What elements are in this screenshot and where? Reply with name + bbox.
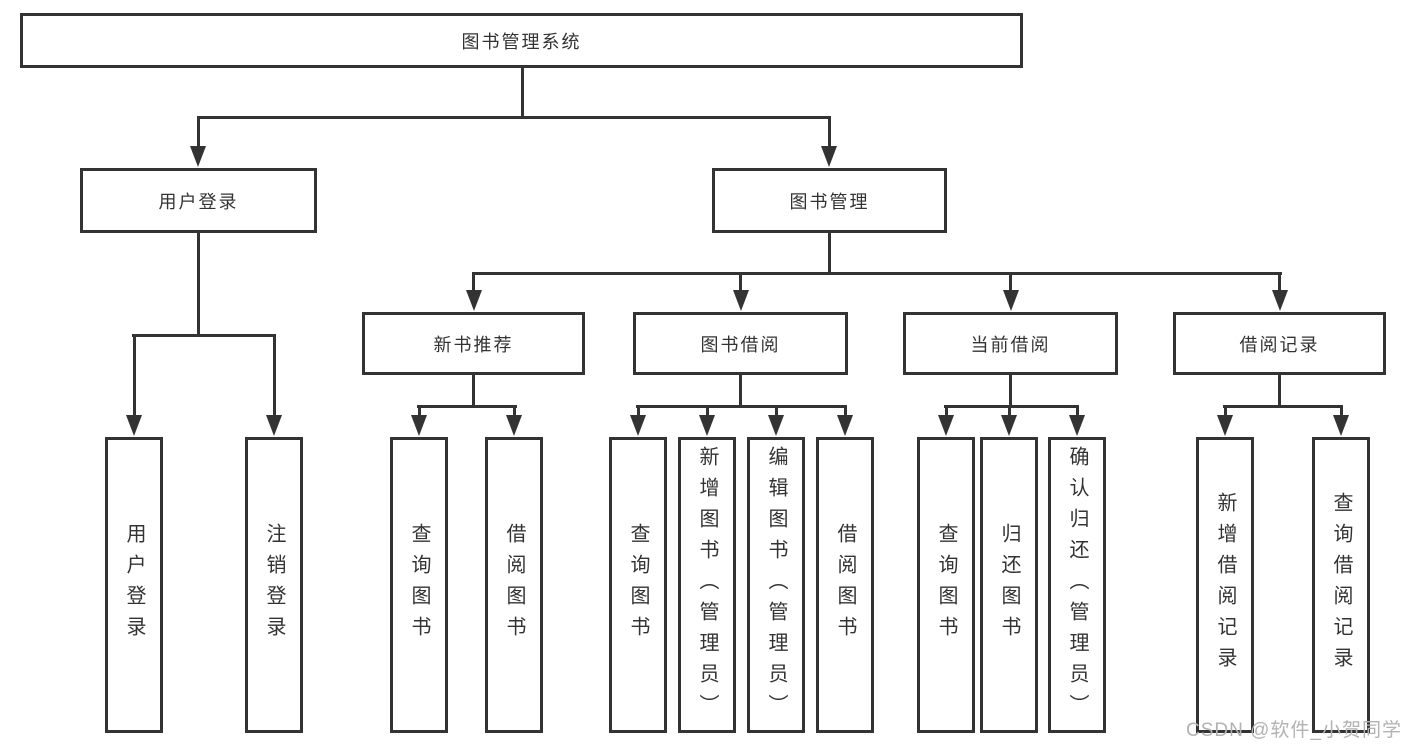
connector-drop-user-login: [197, 116, 200, 149]
leaf-query-borrow-record: 查询借阅记录: [1312, 437, 1370, 733]
connector-g1-stem: [472, 372, 475, 408]
node-book-management: 图书管理: [712, 168, 947, 233]
arrowhead-book-management: [821, 146, 837, 167]
node-current-borrow: 当前借阅: [903, 312, 1118, 375]
arrowhead-g1-leaf1: [411, 415, 427, 436]
node-label: 图书管理: [789, 191, 870, 212]
connector-g4-drop2: [1339, 405, 1343, 419]
connector-g1-bar: [417, 405, 517, 408]
leaf-edit-book-admin: 编辑图书（管理员）: [747, 437, 805, 733]
arrowhead-book-borrow: [732, 290, 749, 311]
node-borrow-records: 借阅记录: [1173, 312, 1386, 375]
arrowhead-user-login: [190, 146, 206, 167]
node-label: 用户登录: [123, 523, 145, 647]
arrowhead-leaf-user-login: [126, 415, 142, 436]
connector-g2-drop1: [636, 405, 640, 419]
connector-drop-book-management: [828, 116, 831, 149]
node-label: 借阅图书: [503, 523, 525, 647]
leaf-query-books-recommend: 查询图书: [390, 437, 448, 733]
connector-drop-leaf-user-login: [132, 334, 136, 418]
node-label: 查询借阅记录: [1330, 492, 1352, 678]
connector-root-bar: [197, 116, 831, 119]
connector-g2-stem: [739, 372, 742, 408]
arrowhead-new-book-recommend: [465, 290, 482, 311]
node-new-book-recommend: 新书推荐: [362, 312, 585, 375]
connector-g2-drop2: [705, 405, 709, 419]
connector-g3-stem: [1009, 372, 1012, 408]
node-label: 图书借阅: [700, 334, 781, 355]
connector-g4-stem: [1278, 372, 1281, 408]
leaf-user-login: 用户登录: [105, 437, 163, 733]
arrowhead-leaf-logout: [266, 415, 282, 436]
connector-g3-bar: [944, 405, 1079, 408]
connector-g3-drop2: [1007, 405, 1011, 419]
node-label: 借阅记录: [1239, 334, 1320, 355]
node-label: 查询图书: [408, 523, 430, 647]
connector-book-management-stem: [828, 230, 831, 275]
connector-g3-drop1: [944, 405, 948, 419]
connector-drop-leaf-logout: [272, 334, 276, 418]
connector-level3-bar: [472, 272, 1282, 275]
node-label: 新增借阅记录: [1214, 492, 1236, 678]
leaf-confirm-return-admin: 确认归还（管理员）: [1048, 437, 1106, 733]
connector-g2-bar: [636, 405, 847, 408]
node-label: 借阅图书: [834, 523, 856, 647]
arrowhead-g1-leaf2: [506, 415, 522, 436]
node-label: 注销登录: [263, 523, 285, 647]
connector-g1-drop1: [417, 405, 421, 419]
node-label: 查询图书: [935, 523, 957, 647]
arrowhead-g4-leaf1: [1217, 415, 1233, 436]
node-label: 编辑图书（管理员）: [765, 445, 787, 725]
leaf-query-books-current: 查询图书: [917, 437, 975, 733]
connector-drop-book-borrow: [739, 272, 742, 294]
arrowhead-g2-leaf1: [630, 415, 646, 436]
connector-g1-drop2: [512, 405, 516, 419]
arrowhead-current-borrow: [1002, 290, 1019, 311]
arrowhead-g3-leaf2: [1001, 415, 1017, 436]
node-label: 新书推荐: [433, 334, 514, 355]
node-label: 当前借阅: [970, 334, 1051, 355]
connector-g4-bar: [1223, 405, 1343, 408]
node-label: 归还图书: [998, 523, 1020, 647]
arrowhead-g4-leaf2: [1333, 415, 1349, 436]
leaf-query-books-borrow: 查询图书: [609, 437, 667, 733]
leaf-add-borrow-record: 新增借阅记录: [1196, 437, 1254, 733]
node-label: 查询图书: [627, 523, 649, 647]
connector-drop-current-borrow: [1009, 272, 1012, 294]
node-label: 用户登录: [158, 191, 239, 212]
leaf-borrow-books-borrow: 借阅图书: [816, 437, 874, 733]
leaf-borrow-books-recommend: 借阅图书: [485, 437, 543, 733]
arrowhead-g2-leaf3: [768, 415, 784, 436]
node-label: 新增图书（管理员）: [696, 445, 718, 725]
node-user-login: 用户登录: [80, 168, 317, 233]
node-book-borrow: 图书借阅: [633, 312, 848, 375]
connector-g2-drop3: [774, 405, 778, 419]
connector-root-stem: [521, 66, 524, 119]
connector-g4-drop1: [1223, 405, 1227, 419]
connector-g3-drop3: [1075, 405, 1079, 419]
leaf-return-book: 归还图书: [980, 437, 1038, 733]
connector-user-login-stem: [197, 230, 200, 337]
leaf-logout: 注销登录: [245, 437, 303, 733]
connector-user-login-bar: [132, 334, 276, 337]
arrowhead-g2-leaf2: [699, 415, 715, 436]
connector-drop-borrow-records: [1278, 272, 1281, 294]
node-label: 确认归还（管理员）: [1066, 445, 1088, 725]
csdn-watermark: CSDN @软件_小贺同学: [1186, 720, 1402, 741]
connector-drop-new-book-recommend: [472, 272, 475, 294]
node-label: 图书管理系统: [461, 31, 582, 52]
node-system-root: 图书管理系统: [20, 13, 1023, 68]
arrowhead-g3-leaf1: [938, 415, 954, 436]
arrowhead-g2-leaf4: [837, 415, 853, 436]
leaf-add-book-admin: 新增图书（管理员）: [678, 437, 736, 733]
arrowhead-borrow-records: [1271, 290, 1288, 311]
arrowhead-g3-leaf3: [1069, 415, 1085, 436]
connector-g2-drop4: [843, 405, 847, 419]
